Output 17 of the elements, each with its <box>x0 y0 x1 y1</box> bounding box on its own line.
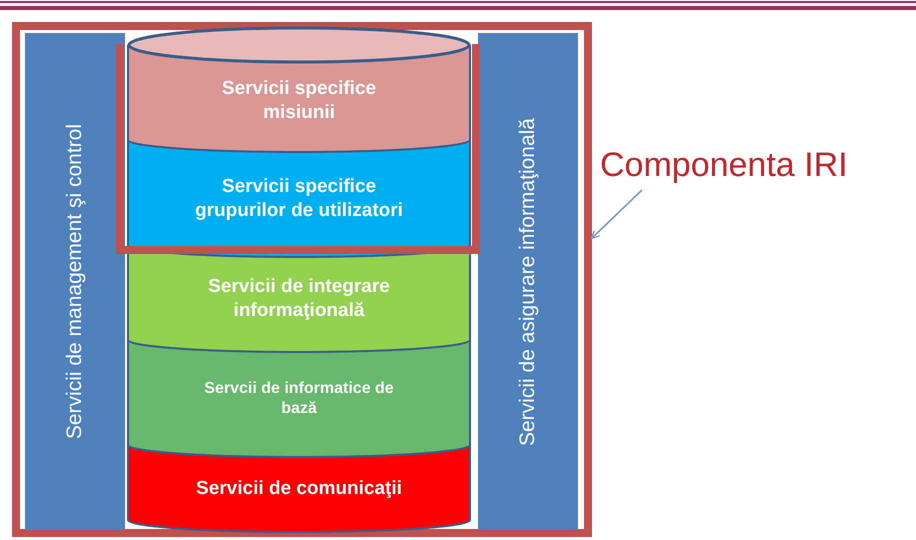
layer-label: Servcii de informatice de bază <box>203 378 395 418</box>
layer-label: Servicii specifice misiunii <box>220 77 378 125</box>
layer-label: Servicii de comunicaţii <box>196 476 402 500</box>
cylinder-layer <box>128 140 470 245</box>
service-column <box>25 33 125 530</box>
layer-label: Servicii de integrare informaţională <box>207 274 391 322</box>
component-frame <box>12 22 592 537</box>
cylinder-layer <box>128 445 470 532</box>
callout-label: Componenta IRI <box>600 146 848 184</box>
layer-label: Servicii specifice grupurilor de utilizatori <box>194 174 404 222</box>
arrow <box>590 189 643 240</box>
cylinder-layer <box>128 340 470 445</box>
service-column <box>478 33 578 530</box>
cylinder-layer <box>128 28 470 140</box>
cylinder-layer <box>128 245 470 340</box>
column-label: Servicii de asigurare informaţională <box>516 118 540 446</box>
column-label: Servicii de management şi control <box>63 124 87 440</box>
